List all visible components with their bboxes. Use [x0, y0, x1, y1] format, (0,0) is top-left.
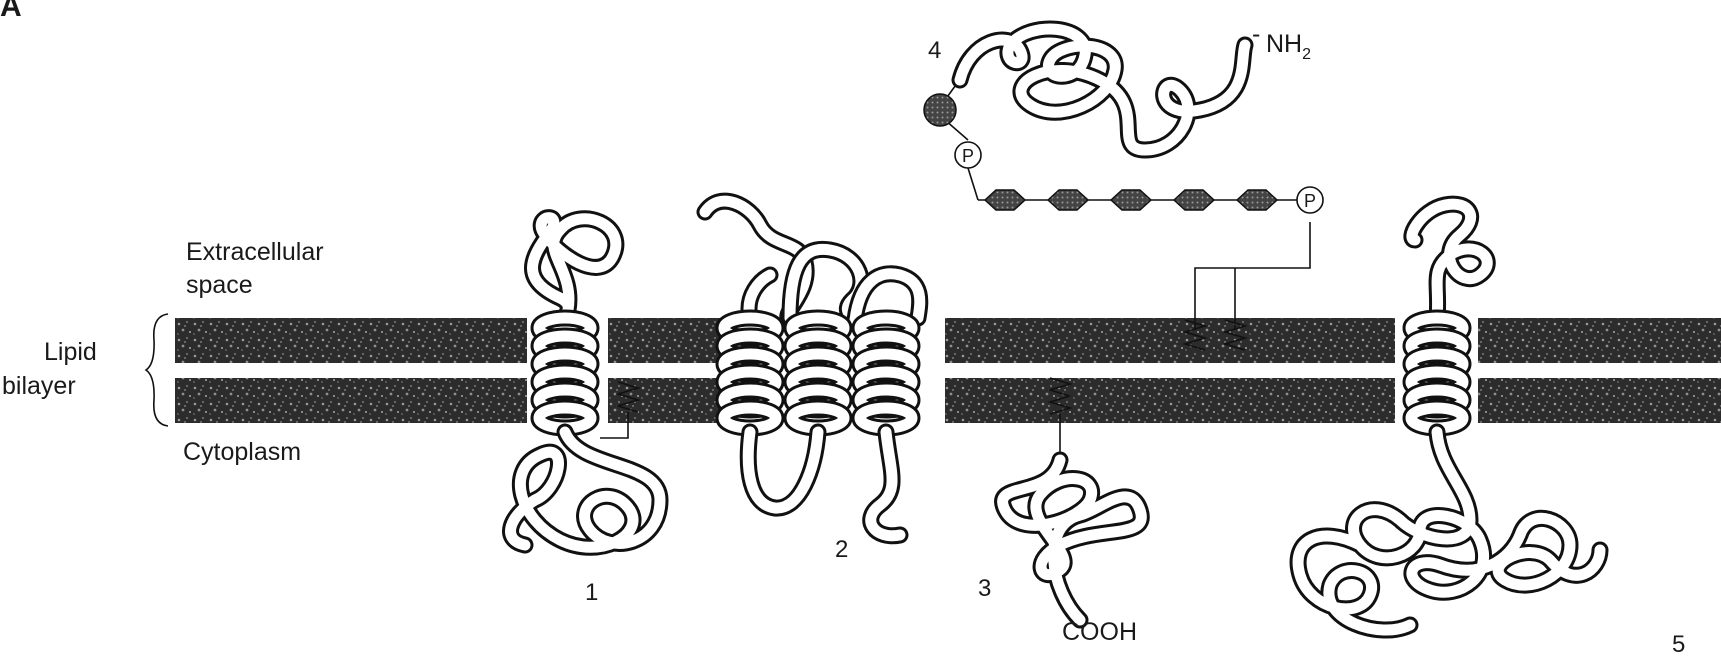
- protein-2-number: 2: [835, 536, 848, 563]
- protein-2-helix-b: [792, 318, 844, 428]
- nh2-label: NH2: [1266, 30, 1311, 63]
- lipid-label-line2: bilayer: [2, 372, 76, 400]
- protein-4-anchor-lines: [1195, 222, 1310, 330]
- protein-2-helix-a: [724, 318, 776, 428]
- lipid-bilayer: [175, 318, 1721, 423]
- cytoplasm-label: Cytoplasm: [183, 438, 301, 466]
- phosphate-circle-right: P: [1297, 187, 1323, 213]
- protein-4: P P - NH2: [924, 20, 1323, 350]
- protein-2: [705, 201, 920, 536]
- nh2-minus: -: [1252, 20, 1260, 48]
- panel-label: A: [0, 0, 22, 23]
- protein-1-number: 1: [585, 579, 598, 606]
- cooh-label: COOH: [1062, 618, 1137, 646]
- protein-2-helix-c: [860, 318, 912, 428]
- extracellular-label-line1: Extracellular: [186, 238, 324, 266]
- protein-5-helix: [1411, 318, 1463, 428]
- lipid-label-line1: Lipid: [44, 338, 97, 366]
- svg-text:P: P: [962, 146, 974, 166]
- protein-4-dark-sugar: [924, 94, 956, 126]
- svg-text:P: P: [1304, 191, 1316, 211]
- phosphate-circle-left: P: [955, 142, 981, 168]
- protein-1-helix: [539, 318, 591, 428]
- protein-4-number: 4: [928, 37, 941, 64]
- extracellular-label-line2: space: [186, 271, 253, 299]
- protein-5-number: 5: [1672, 631, 1685, 658]
- bilayer-brace: [146, 314, 168, 426]
- protein-3-number: 3: [978, 575, 991, 602]
